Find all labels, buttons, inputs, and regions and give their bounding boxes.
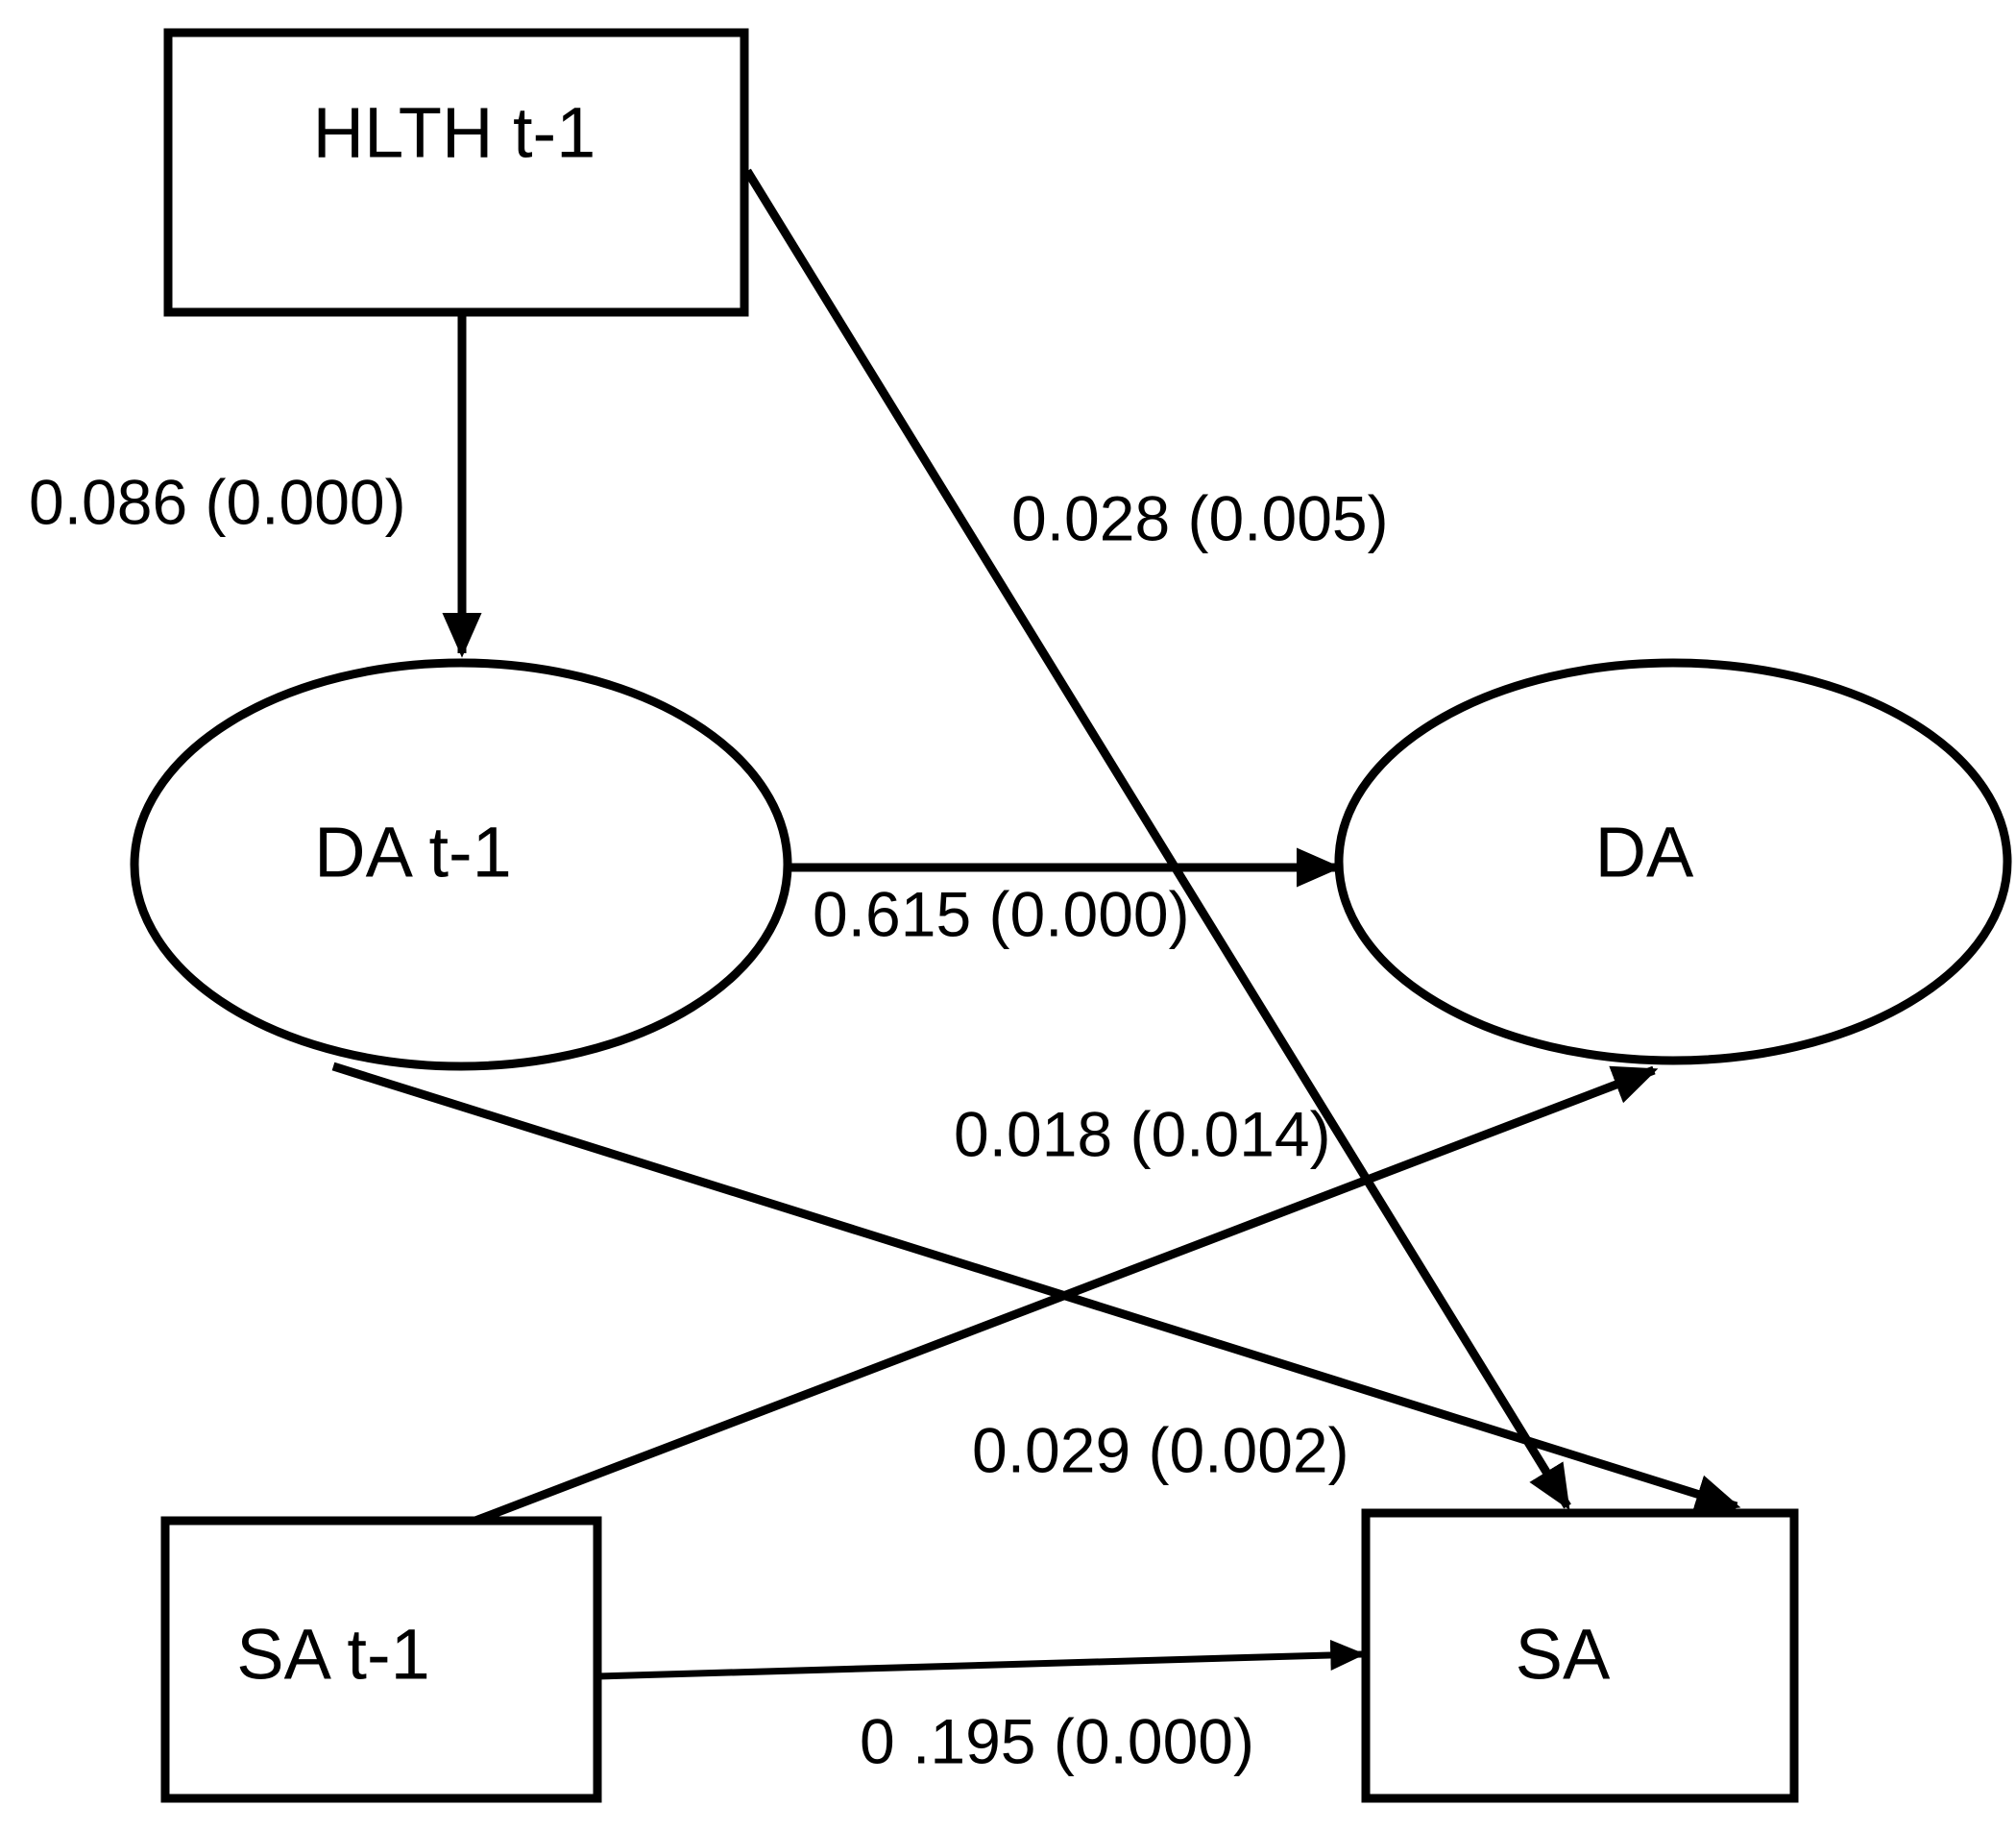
edge-label-sa-t1-to-da: 0.029 (0.002)	[972, 1414, 1349, 1485]
node-sa[interactable]: SA	[1361, 1508, 1799, 1803]
node-sa-shape	[1361, 1508, 1799, 1803]
edge-label-da-t1-to-da: 0.615 (0.000)	[813, 878, 1190, 949]
edge-label-hlth-to-da-t1: 0.086 (0.000)	[29, 466, 406, 537]
node-hlth-t1[interactable]: HLTH t-1	[163, 28, 749, 317]
node-sa-t1[interactable]: SA t-1	[160, 1516, 602, 1803]
node-hlth-t1-shape	[163, 28, 749, 317]
edge-sa-t1-to-da	[474, 1065, 1659, 1526]
node-sa-label: SA	[1516, 1615, 1611, 1695]
node-da-label: DA	[1595, 813, 1694, 892]
edge-da-t1-to-sa	[331, 1062, 1741, 1514]
node-da-t1-label: DA t-1	[314, 813, 512, 892]
node-sa-t1-shape	[160, 1516, 602, 1803]
node-da-t1[interactable]: DA t-1	[130, 658, 792, 1071]
edge-label-da-t1-to-sa: 0.018 (0.014)	[954, 1098, 1331, 1169]
node-hlth-t1-label: HLTH t-1	[313, 93, 596, 173]
edge-sa-t1-to-sa	[596, 1639, 1366, 1680]
node-da[interactable]: DA	[1334, 658, 2012, 1065]
node-da-t1-shape	[130, 658, 792, 1071]
edge-hlth-to-sa	[743, 168, 1571, 1510]
node-da-shape	[1334, 658, 2012, 1065]
node-sa-t1-label: SA t-1	[236, 1615, 430, 1695]
edge-label-sa-t1-to-sa: 0 .195 (0.000)	[860, 1705, 1254, 1776]
edge-label-hlth-to-sa: 0.028 (0.005)	[1011, 482, 1389, 553]
